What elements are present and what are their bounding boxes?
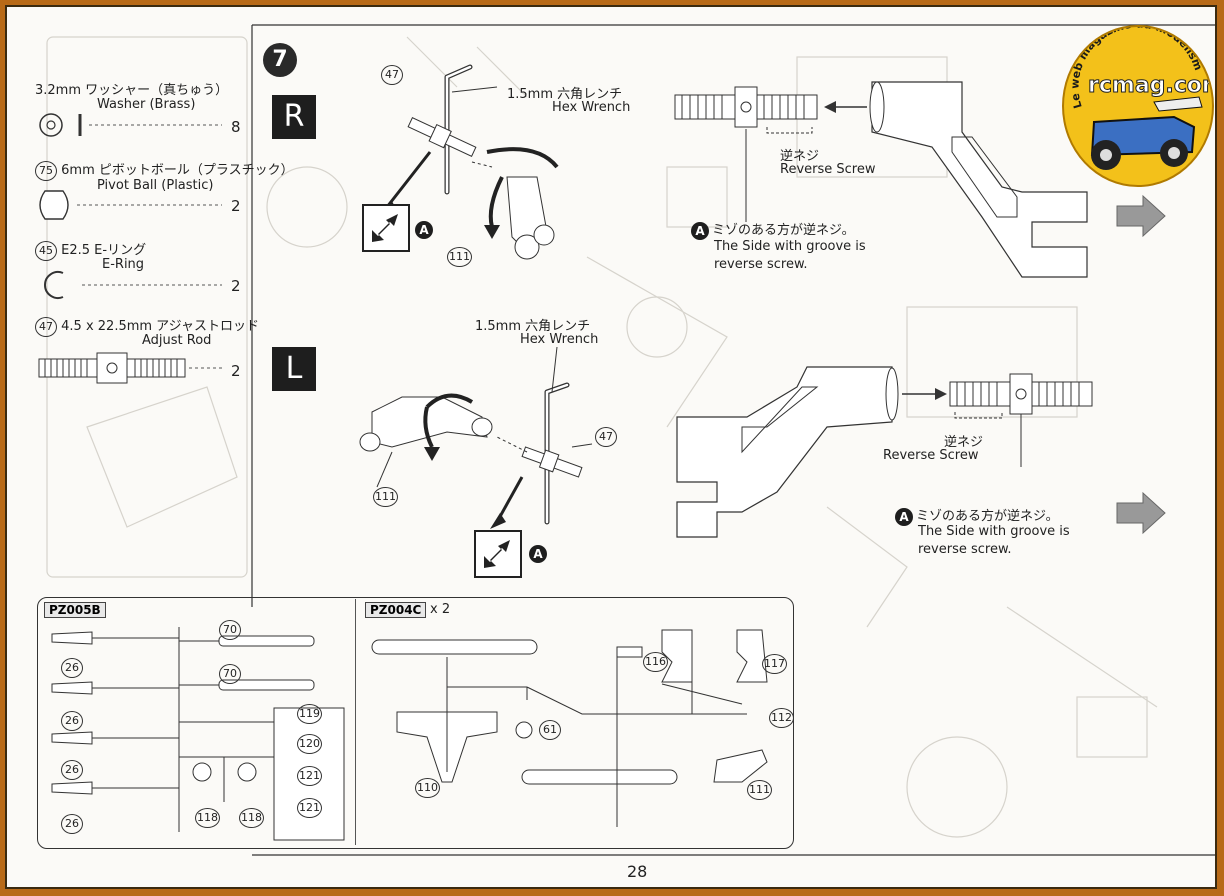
sprue-a-num-9: 119	[297, 703, 322, 724]
sprue-divider	[355, 599, 356, 845]
adjust-rod-label: 47 4.5 x 22.5mm アジャストロッド	[35, 315, 259, 337]
sprue-b-num-5: 112	[769, 707, 794, 728]
washer-icon	[39, 113, 222, 137]
left-reverse-jp: 逆ネジ	[944, 435, 984, 450]
sprue-a-num-8: 118	[239, 807, 264, 828]
pivot-ball-icon	[39, 190, 222, 220]
left-side-label: L	[272, 347, 316, 391]
right-wrench-jp: 1.5mm 六角レンチ	[507, 87, 623, 102]
right-reverse-jp: 逆ネジ	[780, 149, 820, 164]
e-ring-icon	[44, 271, 222, 299]
right-side-label: R	[272, 95, 316, 139]
adjust-rod-qty: 2	[231, 362, 241, 380]
rcmag-logo-text: rcmag.com	[1088, 73, 1214, 99]
left-wrench-en: Hex Wrench	[520, 332, 599, 347]
sprue-b-num-3: 116	[643, 651, 668, 672]
left-rod-number: 47	[595, 427, 617, 447]
sprue-a-num-2: 70	[219, 663, 241, 684]
left-note-en-1: The Side with groove is	[918, 524, 1070, 539]
right-note-en-2: reverse screw.	[714, 257, 808, 272]
sprue-a-num-5: 26	[61, 759, 83, 780]
sprue-a-name: PZ005B	[44, 602, 106, 618]
adjust-rod-en: Adjust Rod	[142, 333, 212, 348]
left-reverse-en: Reverse Screw	[883, 448, 979, 463]
e-ring-label: 45 E2.5 E-リング	[35, 239, 146, 261]
left-arm-number: 111	[373, 487, 398, 507]
right-hex-tool-icon	[362, 204, 410, 252]
left-wrench-jp: 1.5mm 六角レンチ	[475, 319, 591, 334]
right-tool-a-badge: A	[415, 219, 436, 239]
sprue-b-num-6: 111	[747, 779, 772, 800]
washer-en: Washer (Brass)	[97, 97, 196, 112]
left-tool-a-badge: A	[529, 543, 550, 563]
step-frame	[251, 24, 1215, 856]
right-wrench-en: Hex Wrench	[552, 100, 631, 115]
sprue-b-num-1: 110	[415, 777, 440, 798]
left-note-en-2: reverse screw.	[918, 542, 1012, 557]
right-reverse-en: Reverse Screw	[780, 162, 876, 177]
sprue-panel	[37, 597, 794, 849]
rcmag-logo-graphic: Le web magazine du modelisme	[1064, 27, 1205, 170]
bleed-through-background	[46, 36, 1158, 838]
sprue-a-num-7: 118	[195, 807, 220, 828]
e-ring-qty: 2	[231, 277, 241, 295]
manual-page: 3.2mm ワッシャー（真ちゅう） Washer (Brass) 8 75 6m…	[5, 5, 1217, 889]
adjust-rod-icon	[38, 352, 222, 384]
sprue-b-name: PZ004C	[365, 602, 427, 618]
right-rod-detail-diagram	[674, 81, 1088, 278]
adjust-rod-jp: 4.5 x 22.5mm アジャストロッド	[61, 319, 260, 334]
pivot-ball-en: Pivot Ball (Plastic)	[97, 178, 214, 193]
right-arm-number: 111	[447, 247, 472, 267]
e-ring-number: 45	[35, 240, 57, 261]
pivot-ball-jp: 6mm ピボットボール（プラスチック）	[61, 163, 294, 178]
washer-qty: 8	[231, 118, 241, 136]
right-rod-number: 47	[381, 65, 403, 85]
sprue-b-num-4: 117	[762, 653, 787, 674]
sprue-b-diagram	[371, 629, 768, 827]
page-number: 28	[627, 862, 648, 881]
sprue-a-num-12: 121	[297, 797, 322, 818]
left-rod-detail-diagram	[676, 366, 1093, 538]
pivot-ball-qty: 2	[231, 197, 241, 215]
rcmag-logo: Le web magazine du modelisme rcmag.com	[1062, 25, 1214, 187]
washer-jp: 3.2mm ワッシャー（真ちゅう）	[35, 83, 229, 98]
sprue-b-num-2: 61	[539, 719, 561, 740]
right-note-en-1: The Side with groove is	[714, 239, 866, 254]
pivot-ball-number: 75	[35, 160, 57, 181]
sprue-a-num-4: 26	[61, 710, 83, 731]
adjust-rod-number: 47	[35, 316, 57, 337]
left-rod-assembly-diagram	[359, 347, 593, 529]
next-arrow-icon-2	[1116, 491, 1166, 535]
sprue-a-num-11: 121	[297, 765, 322, 786]
sprue-b-multiplier: x 2	[430, 602, 451, 617]
e-ring-en: E-Ring	[102, 257, 145, 272]
e-ring-jp: E2.5 E-リング	[61, 243, 147, 258]
right-rod-assembly-diagram	[380, 64, 559, 260]
next-arrow-icon	[1116, 194, 1166, 238]
pivot-ball-label: 75 6mm ピボットボール（プラスチック）	[35, 159, 294, 181]
sprue-a-num-10: 120	[297, 733, 322, 754]
sprue-a-num-6: 26	[61, 813, 83, 834]
step-number: 7	[263, 43, 297, 77]
sprue-a-num-1: 70	[219, 619, 241, 640]
sprue-a-num-3: 26	[61, 657, 83, 678]
left-hex-tool-icon	[474, 530, 522, 578]
